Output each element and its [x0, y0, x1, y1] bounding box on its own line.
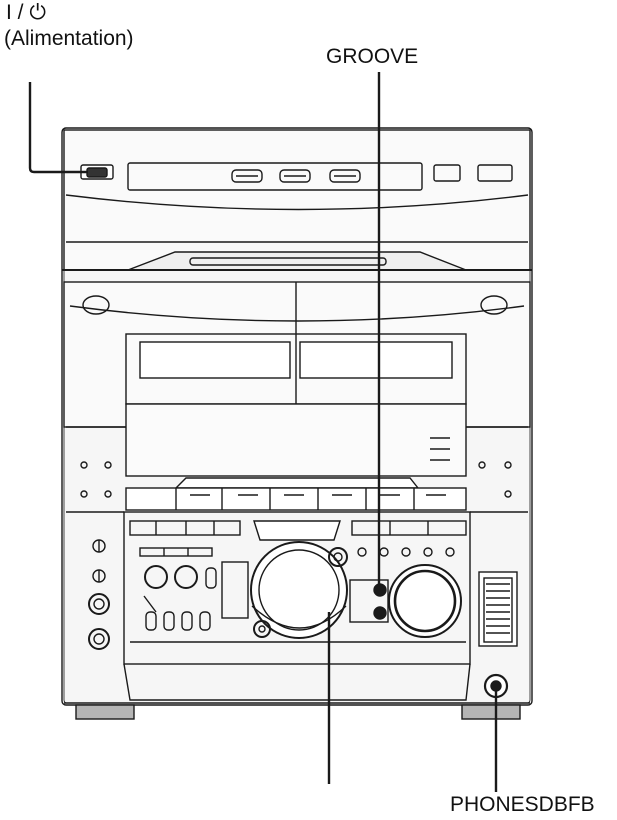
disc-buttons[interactable]: [231, 169, 361, 183]
callout-lines: [28, 72, 498, 792]
left-small-knobs[interactable]: [88, 539, 110, 650]
cd-section: [62, 129, 532, 271]
phones-label: PHONESDBFB: [450, 793, 595, 816]
mic-knobs[interactable]: [143, 565, 217, 631]
level-meter: [478, 571, 518, 647]
function-buttons[interactable]: [125, 477, 467, 541]
groove-buttons[interactable]: [349, 547, 455, 623]
cabinet-base: [64, 663, 530, 720]
power-callout-line: [28, 82, 88, 174]
side-indicators: [66, 461, 528, 513]
volume-knob[interactable]: [388, 564, 462, 638]
control-panel: [123, 511, 471, 665]
power-symbol-label: I / ⏻: [6, 1, 46, 24]
jog-dial[interactable]: [221, 541, 348, 639]
display-area: [125, 403, 467, 477]
power-name-label: (Alimentation): [4, 27, 134, 50]
eject-buttons[interactable]: [433, 164, 513, 182]
phones-jack[interactable]: [483, 673, 509, 699]
groove-label: GROOVE: [326, 45, 419, 68]
